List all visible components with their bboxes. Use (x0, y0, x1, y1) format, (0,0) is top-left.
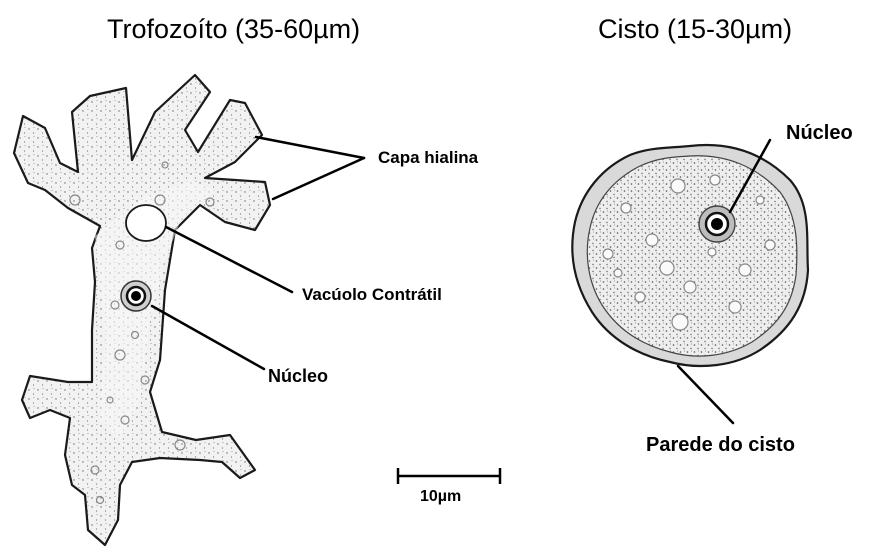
scale-bar-label: 10µm (420, 488, 461, 506)
hyaline-layer-label: Capa hialina (378, 148, 478, 168)
trophozoite-nucleus-label: Núcleo (268, 366, 328, 387)
cyst-nucleus-label: Núcleo (786, 122, 853, 145)
scale-bar (398, 468, 500, 484)
contractile-vacuole (126, 205, 166, 241)
trophozoite-nucleus (121, 281, 151, 311)
cyst-wall-label: Parede do cisto (646, 434, 795, 457)
contractile-vacuole-label: Vacúolo Contrátil (302, 285, 442, 305)
